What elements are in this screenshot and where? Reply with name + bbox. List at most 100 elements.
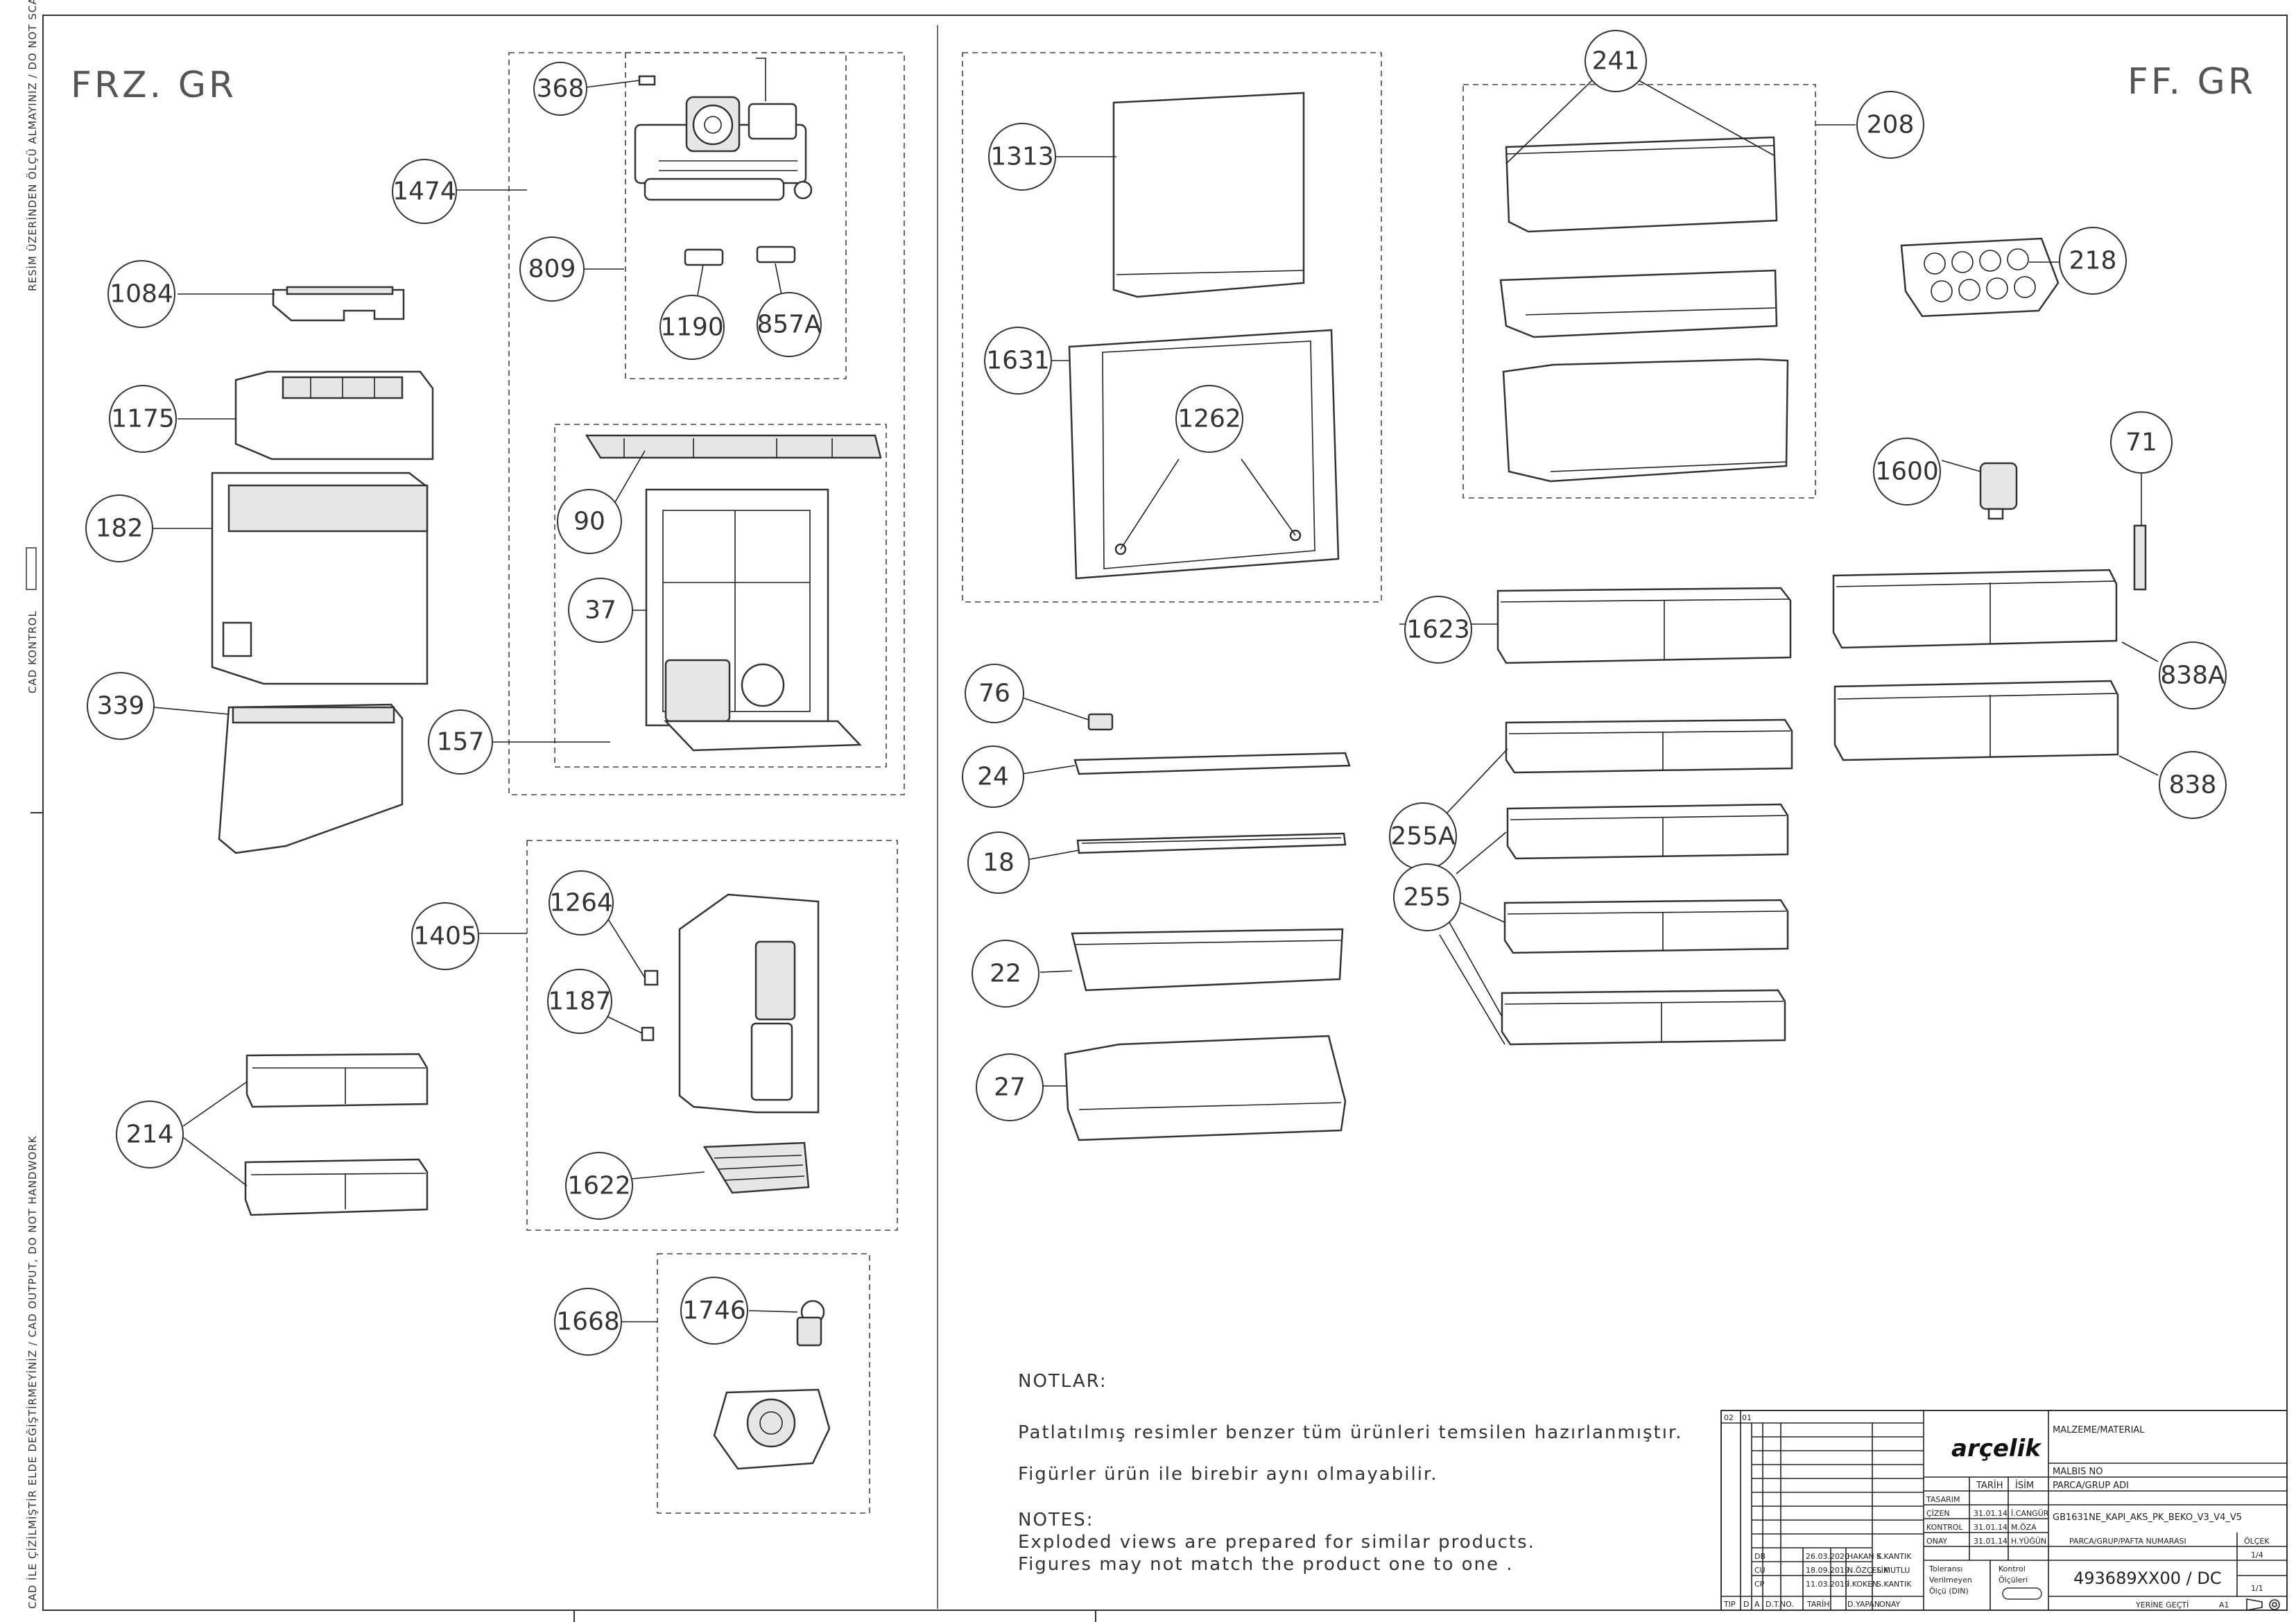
rev-row-1-date: 26.03.2020 bbox=[1806, 1552, 1849, 1561]
part-339-ice-bucket bbox=[218, 703, 404, 854]
balloon-label-1623: 1623 bbox=[1406, 616, 1470, 644]
balloon-24: 24 bbox=[962, 745, 1024, 808]
group-box-157 bbox=[554, 424, 887, 768]
part-22-bin bbox=[1071, 928, 1344, 992]
balloon-1622: 1622 bbox=[565, 1152, 633, 1220]
part-18-gasket bbox=[1076, 832, 1347, 854]
part-255-shelf-1 bbox=[1506, 803, 1789, 860]
balloon-1668: 1668 bbox=[554, 1288, 622, 1356]
balloon-37: 37 bbox=[568, 578, 633, 643]
part-1405-dispenser-body bbox=[641, 893, 820, 1114]
balloon-1175: 1175 bbox=[109, 385, 177, 453]
approve-name: H.YÜĞÜN bbox=[2011, 1537, 2046, 1546]
balloon-838A: 838A bbox=[2159, 641, 2227, 709]
sheet-value: 1/1 bbox=[2251, 1584, 2263, 1593]
balloon-1631: 1631 bbox=[984, 327, 1052, 395]
notes-heading-en: NOTES: bbox=[1018, 1510, 1094, 1530]
part-1600-knob bbox=[1979, 462, 2018, 520]
balloon-label-1175: 1175 bbox=[111, 405, 175, 433]
part-157-motor bbox=[664, 659, 862, 752]
part-838A-shelf bbox=[1832, 569, 2118, 649]
notes-line-tr-2: Figürler ürün ile birebir aynı olmayabil… bbox=[1018, 1464, 1438, 1485]
balloon-label-1622: 1622 bbox=[567, 1172, 631, 1200]
balloon-1264: 1264 bbox=[549, 870, 614, 935]
balloon-90: 90 bbox=[557, 489, 622, 554]
approve-label: ONAY bbox=[1926, 1537, 1948, 1546]
approve-date: 31.01.14 bbox=[1974, 1537, 2008, 1546]
design-label: TASARIM bbox=[1926, 1495, 1960, 1504]
balloon-label-24: 24 bbox=[977, 763, 1009, 791]
balloon-255: 255 bbox=[1393, 863, 1461, 931]
fridge-group-title: FF. GR bbox=[2127, 61, 2256, 103]
balloon-22: 22 bbox=[972, 940, 1039, 1008]
balloon-241: 241 bbox=[1585, 30, 1647, 92]
footer-approve: ONAY bbox=[1879, 1600, 1901, 1609]
date-header: TARİH bbox=[1976, 1480, 2003, 1491]
balloon-label-22: 22 bbox=[990, 960, 1021, 988]
balloon-157: 157 bbox=[428, 709, 493, 775]
cad-control-box bbox=[26, 547, 37, 590]
part-27-crisper bbox=[1064, 1035, 1347, 1141]
notes-line-en-2: Figures may not match the product one to… bbox=[1018, 1554, 1514, 1575]
part-76-clip bbox=[1087, 713, 1114, 731]
part-1313-door-panel bbox=[1112, 92, 1305, 298]
balloon-label-1190: 1190 bbox=[660, 313, 724, 342]
balloon-label-1668: 1668 bbox=[556, 1308, 620, 1336]
balloon-76: 76 bbox=[965, 664, 1024, 723]
balloon-214: 214 bbox=[116, 1101, 184, 1168]
balloon-label-1746: 1746 bbox=[682, 1297, 746, 1325]
footer-dtno: D.T.NO. bbox=[1766, 1600, 1794, 1609]
part-809-fan-assembly bbox=[634, 58, 813, 201]
part-368-clip bbox=[638, 75, 656, 86]
part-838-shelf bbox=[1833, 680, 2119, 761]
part-182-housing bbox=[211, 472, 429, 685]
balloon-182: 182 bbox=[85, 494, 153, 562]
group-box-208 bbox=[1462, 84, 1816, 499]
balloon-label-809: 809 bbox=[528, 255, 576, 284]
balloon-label-1631: 1631 bbox=[986, 347, 1050, 375]
balloon-1623: 1623 bbox=[1404, 596, 1472, 664]
check-name: M.ÖZA bbox=[2011, 1523, 2037, 1532]
balloon-label-255A: 255A bbox=[1390, 822, 1456, 851]
part-218-egg-tray bbox=[1900, 237, 2060, 318]
check-label: KONTROL bbox=[1926, 1523, 1964, 1532]
part-255-shelf-2 bbox=[1503, 899, 1789, 954]
part-71-rod bbox=[2133, 524, 2147, 591]
rev-row-2-by: N.ÖZÇELİK bbox=[1847, 1566, 1889, 1575]
balloon-label-1405: 1405 bbox=[413, 922, 477, 951]
side-text-do-not-scale: RESİM ÜZERİNDEN ÖLÇÜ ALMAYINIZ / DO NOT … bbox=[26, 0, 39, 291]
rev-row-3-code: CP bbox=[1754, 1580, 1765, 1589]
balloon-1262: 1262 bbox=[1175, 385, 1243, 453]
balloon-label-255: 255 bbox=[1404, 883, 1451, 912]
balloon-label-1600: 1600 bbox=[1875, 458, 1939, 486]
balloon-label-27: 27 bbox=[994, 1073, 1026, 1102]
balloon-label-339: 339 bbox=[97, 692, 145, 721]
part-1631-door-frame bbox=[1068, 329, 1340, 580]
balloon-label-218: 218 bbox=[2069, 247, 2117, 275]
balloon-label-18: 18 bbox=[983, 849, 1015, 877]
balloon-label-1187: 1187 bbox=[548, 987, 612, 1016]
notes-line-tr-1: Patlatılmış resimler benzer tüm ürünleri… bbox=[1018, 1422, 1682, 1443]
balloon-label-857A: 857A bbox=[757, 311, 822, 339]
balloon-label-1264: 1264 bbox=[549, 889, 613, 917]
footer-by: D.YAPAN bbox=[1847, 1600, 1880, 1609]
balloon-27: 27 bbox=[976, 1053, 1044, 1121]
part-857A-clip bbox=[756, 245, 796, 264]
part-255-shelf-3 bbox=[1501, 989, 1786, 1046]
name-header: İSİM bbox=[2015, 1480, 2034, 1491]
part-1623-shelf bbox=[1496, 587, 1792, 664]
control-symbol bbox=[2002, 1587, 2042, 1600]
balloon-label-76: 76 bbox=[978, 680, 1010, 708]
balloon-1313: 1313 bbox=[988, 123, 1056, 191]
material-label: MALZEME/MATERIAL bbox=[2053, 1425, 2145, 1435]
rev-row-3-check: S.KANTIK bbox=[1876, 1580, 1912, 1589]
group-box-1405 bbox=[526, 840, 898, 1231]
number-label: PARCA/GRUP/PAFTA NUMARASI bbox=[2069, 1537, 2186, 1546]
balloon-label-90: 90 bbox=[573, 508, 605, 536]
balloon-label-1084: 1084 bbox=[110, 280, 173, 309]
projection-symbol-icon bbox=[2246, 1598, 2280, 1611]
group-box-1313 bbox=[962, 52, 1382, 603]
leader-lines bbox=[153, 77, 2159, 1322]
balloon-208: 208 bbox=[1856, 91, 1924, 159]
